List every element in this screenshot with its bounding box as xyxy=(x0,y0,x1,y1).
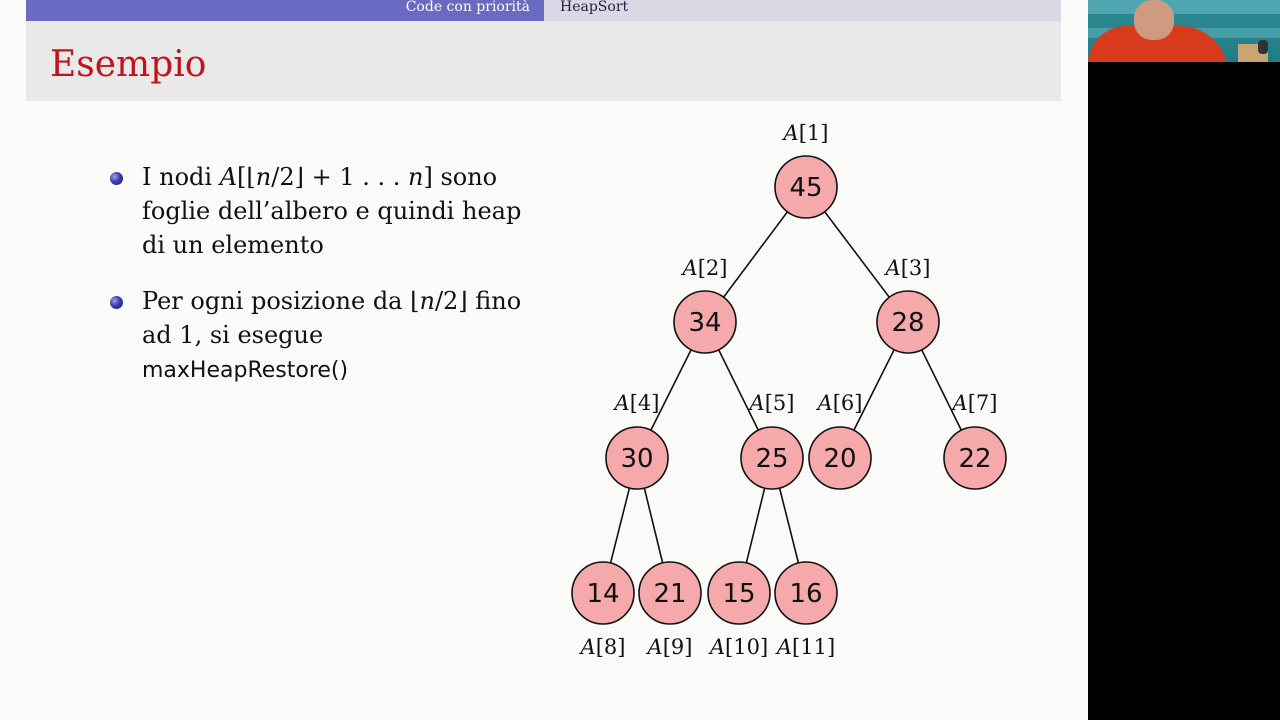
math-var: n xyxy=(255,163,272,191)
heap-node-circle xyxy=(707,561,771,625)
bullet-icon xyxy=(110,172,123,185)
array-index-label: A[9] xyxy=(646,635,693,659)
heap-node-value: 28 xyxy=(891,308,924,338)
heap-node: 45 A[1] xyxy=(774,121,838,219)
function-name: maxHeapRestore() xyxy=(142,358,349,383)
microphone-icon xyxy=(1258,40,1268,54)
bullet-icon xyxy=(110,296,123,309)
slide: Code con priorità HeapSort Esempio I nod… xyxy=(0,0,1088,720)
heap-node: 15A[10] xyxy=(707,561,771,659)
heap-node-value: 25 xyxy=(755,444,788,474)
array-index-label: A[4] xyxy=(613,391,660,415)
heap-node-circle xyxy=(774,561,838,625)
heap-tree-diagram: 45A[1]34A[2]28A[3]30A[4]25A[5]20A[6]22A[… xyxy=(571,121,1007,659)
heap-node-value: 22 xyxy=(958,444,991,474)
array-index-label: A[1] xyxy=(782,121,829,145)
heap-node-value: 30 xyxy=(620,444,653,474)
heap-node: 28 A[3] xyxy=(876,256,940,354)
heap-node: 16A[11] xyxy=(774,561,838,659)
heap-node-circle xyxy=(876,290,940,354)
heap-node-circle xyxy=(673,290,737,354)
bullet-item: Per ogni posizione da ⌊n/2⌋ fino ad 1, s… xyxy=(110,284,530,388)
bullet-item: I nodi A[⌊n/2⌋ + 1 . . . n] sono foglie … xyxy=(110,160,530,262)
heap-node: 25 A[5] xyxy=(740,391,804,490)
bullet-list: I nodi A[⌊n/2⌋ + 1 . . . n] sono foglie … xyxy=(110,160,530,410)
frame-title: Esempio xyxy=(50,44,207,85)
heap-node-circle xyxy=(638,561,702,625)
heap-node: 34 A[2] xyxy=(673,256,737,354)
heap-node-value: 15 xyxy=(722,579,755,609)
heap-node-circle xyxy=(740,426,804,490)
tree-edges xyxy=(602,186,976,594)
heap-node-circle xyxy=(571,561,635,625)
heap-node-value: 16 xyxy=(789,579,822,609)
array-index-label: A[7] xyxy=(951,391,998,415)
bullet-text: ] sono foglie dell’albero e quindi heap … xyxy=(142,163,522,259)
webcam-background xyxy=(1088,0,1280,14)
array-index-label: A[8] xyxy=(579,635,626,659)
math-var: n xyxy=(419,287,435,315)
heap-node-value: 45 xyxy=(789,173,822,203)
heap-node: 22 A[7] xyxy=(943,391,1007,490)
nav-subsection-link[interactable]: HeapSort xyxy=(544,0,1061,21)
heap-node-value: 20 xyxy=(823,444,856,474)
frame-title-bar: Esempio xyxy=(26,21,1061,101)
heap-node: 14A[8] xyxy=(571,561,635,659)
heap-node-circle xyxy=(808,426,872,490)
heap-node: 21A[9] xyxy=(638,561,702,659)
bullet-text: [⌊ xyxy=(237,163,256,191)
presenter-head xyxy=(1134,0,1174,40)
bullet-text: I nodi xyxy=(142,163,220,191)
navigation-bar: Code con priorità HeapSort xyxy=(26,0,1061,21)
math-var: A xyxy=(219,163,238,191)
tree-nodes: 45A[1]34A[2]28A[3]30A[4]25A[5]20A[6]22A[… xyxy=(571,121,1007,659)
heap-node-circle xyxy=(774,155,838,219)
nav-section-link[interactable]: Code con priorità xyxy=(26,0,544,21)
heap-node-circle xyxy=(943,426,1007,490)
bullet-text: /2⌋ + 1 . . . xyxy=(271,163,408,191)
heap-node-circle xyxy=(605,426,669,490)
bullet-text: Per ogni posizione da ⌊ xyxy=(142,287,420,315)
array-index-label: A[10] xyxy=(708,635,768,659)
heap-node: 20 A[6] xyxy=(808,391,872,490)
array-index-label: A[2] xyxy=(681,256,728,280)
bullet-text: /2⌋ fino ad 1, si esegue xyxy=(142,287,522,349)
heap-node-value: 21 xyxy=(653,579,686,609)
array-index-label: A[6] xyxy=(816,391,863,415)
math-var: n xyxy=(408,163,424,191)
heap-node-value: 14 xyxy=(586,579,619,609)
webcam-video-overlay xyxy=(1088,0,1280,62)
array-index-label: A[5] xyxy=(748,391,795,415)
heap-node: 30 A[4] xyxy=(605,391,669,490)
array-index-label: A[3] xyxy=(884,256,931,280)
array-index-label: A[11] xyxy=(775,635,835,659)
heap-node-value: 34 xyxy=(688,308,721,338)
